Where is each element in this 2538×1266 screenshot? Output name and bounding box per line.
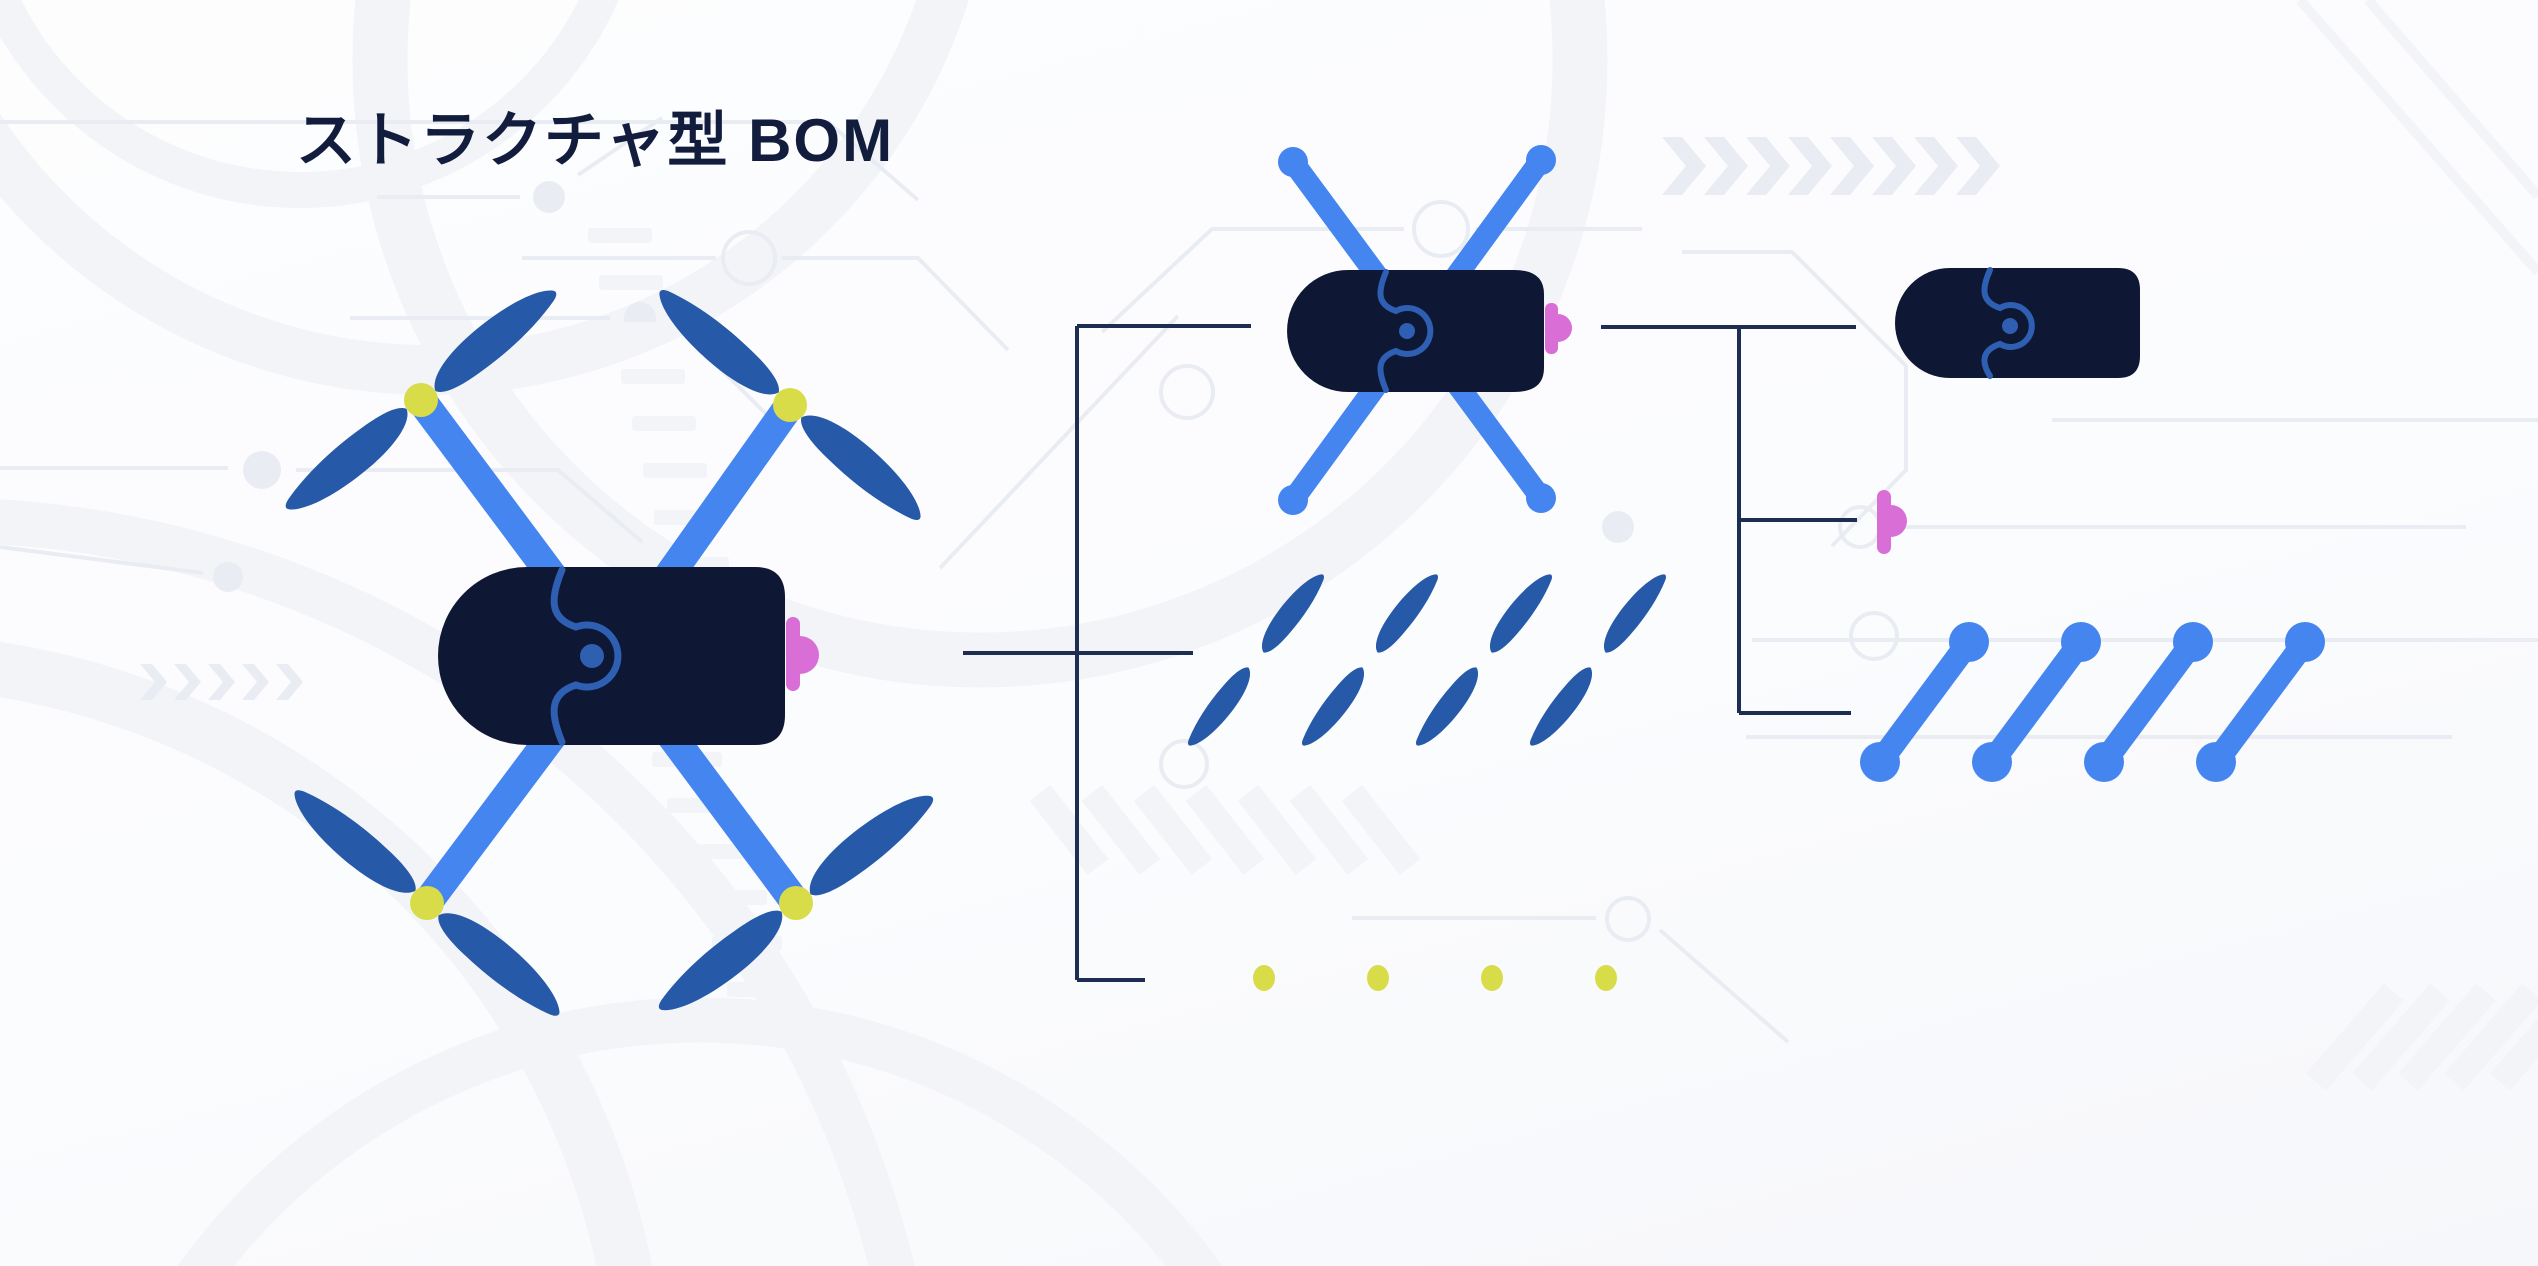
drone-fuselage xyxy=(438,567,785,745)
chevron-row-decoration xyxy=(1662,137,2000,195)
airframe-seam xyxy=(1377,269,1434,393)
hub-cap-part-icon xyxy=(1595,965,1617,991)
arm-part-icon xyxy=(2196,622,2325,782)
propeller-part-icon xyxy=(1523,566,1673,754)
hub-cap-part-icon xyxy=(1253,965,1275,991)
fuselage-body-icon xyxy=(1895,267,2140,379)
hub-caps-group xyxy=(1253,965,1617,991)
arm-part-icon xyxy=(1972,622,2101,782)
drone-connector xyxy=(786,617,819,691)
airframe-connector xyxy=(1545,303,1572,354)
propeller-part-icon xyxy=(1409,566,1559,754)
bom-tree-connectors xyxy=(963,324,1857,982)
chevron-row-small-decoration xyxy=(140,664,303,700)
stripe-band-decoration xyxy=(1029,0,2538,1091)
airframe-unit-icon xyxy=(1278,145,1572,515)
connector-part-icon xyxy=(1877,490,1907,554)
arm-part-icon xyxy=(2084,622,2213,782)
airframe-fuselage xyxy=(1287,270,1544,392)
propeller-part-icon xyxy=(1295,566,1445,754)
hub-cap-part-icon xyxy=(1481,965,1503,991)
fuselage-seam-dot xyxy=(580,644,604,668)
airframe-seam-dot xyxy=(1399,323,1415,339)
drone-assembly-icon xyxy=(276,275,943,1027)
hub-caps xyxy=(404,383,813,920)
fuselage-seam xyxy=(550,566,622,746)
page-title: ストラクチャ型 BOM xyxy=(296,107,895,174)
hub-cap-part-icon xyxy=(1367,965,1389,991)
arm-part-icon xyxy=(1860,622,1989,782)
arms-group xyxy=(1860,622,2325,782)
